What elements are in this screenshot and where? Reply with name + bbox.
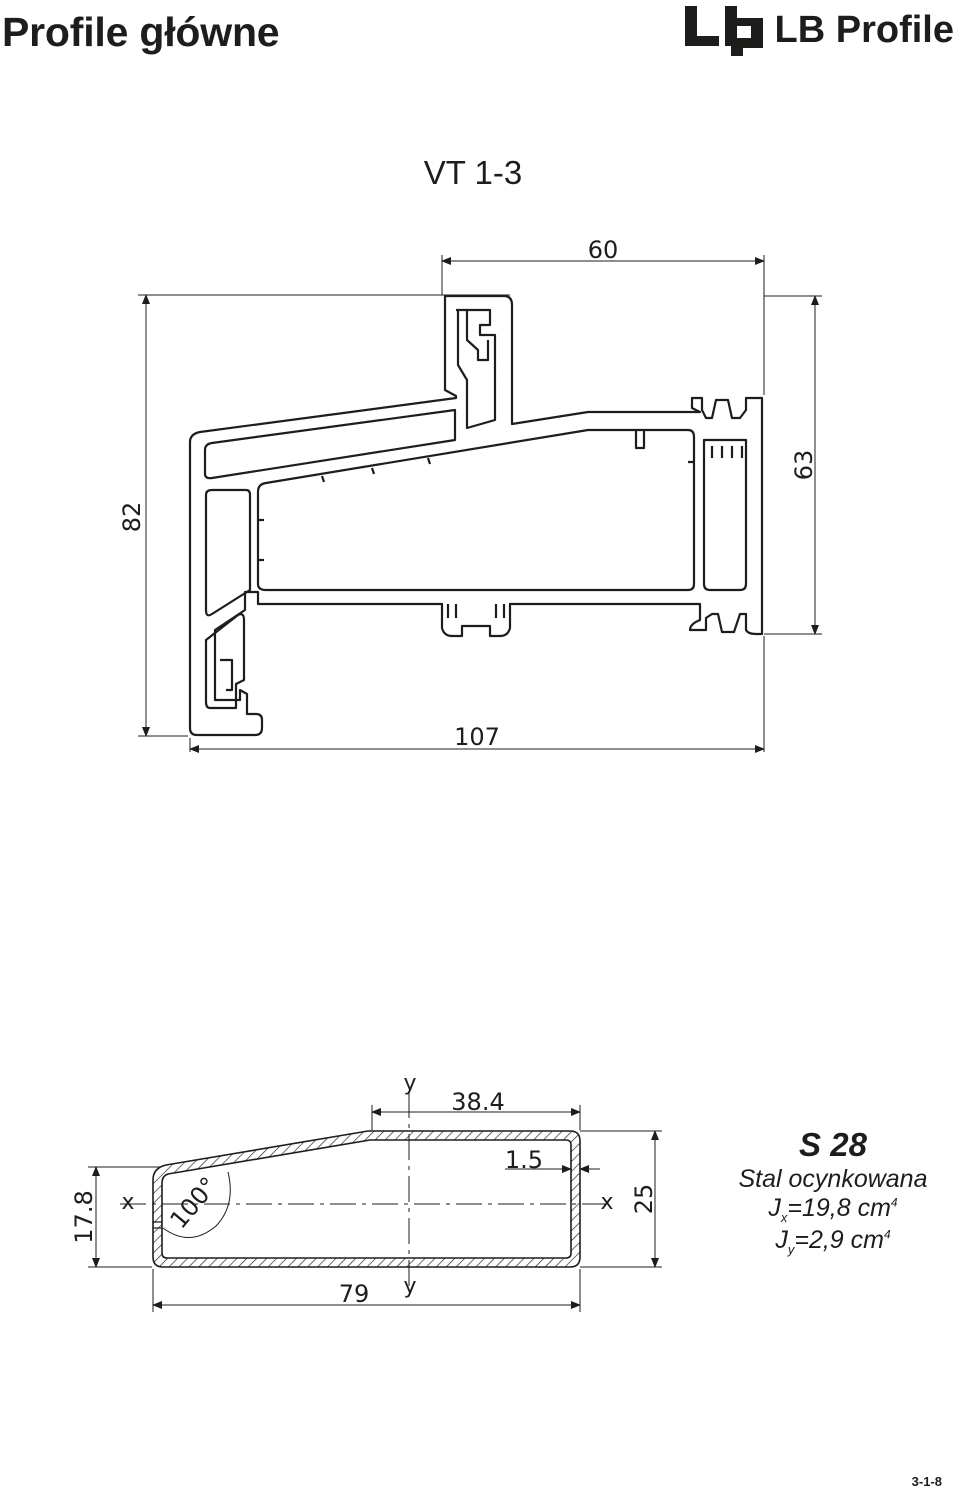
jy-symbol: J: [775, 1226, 788, 1254]
profile-top-hook: [456, 308, 497, 430]
profile-outer-contour: [188, 294, 764, 737]
jx-sub: x: [780, 1210, 788, 1225]
jx-exp: 4: [890, 1195, 898, 1210]
dim-width-top: 60: [588, 236, 619, 264]
axis-x-label-left: x: [121, 1190, 134, 1215]
dim-steel-top-width: 38.4: [451, 1088, 504, 1116]
axis-y-label-bottom: y: [403, 1274, 416, 1299]
dim-height-right: 63: [790, 450, 818, 481]
brand: LB Profile: [684, 4, 954, 56]
jy-value: =2,9 cm: [794, 1226, 884, 1254]
dim-steel-angle: 100°: [165, 1172, 224, 1234]
profile-chamber-right: [702, 438, 748, 592]
profile-code: VT 1-3: [423, 154, 523, 191]
page-title: Profile główne: [2, 9, 280, 55]
lb-logo-icon: [684, 6, 763, 56]
brand-name: LB Profile: [774, 9, 954, 51]
axis-y-label-top: y: [403, 1071, 416, 1096]
dim-width-total: 107: [454, 723, 500, 751]
jx-symbol: J: [768, 1194, 781, 1222]
profile-chamber-left: [204, 488, 252, 617]
moment-jy: Jy=2,9 cm4: [718, 1226, 948, 1257]
profile-chamber-lower-left: [204, 613, 246, 710]
dim-steel-height: 25: [630, 1184, 658, 1215]
jx-value: =19,8 cm: [787, 1194, 891, 1222]
steel-section: [120, 1092, 612, 1292]
axis-x-label-right: x: [600, 1190, 613, 1215]
page-number: 3-1-8: [911, 1474, 942, 1489]
jy-sub: y: [787, 1242, 795, 1257]
moment-jx: Jx=19,8 cm4: [718, 1194, 948, 1225]
steel-dimensions: [88, 1105, 662, 1312]
profile-section: [188, 294, 764, 737]
profile-chamber-upper: [203, 408, 457, 480]
steel-info: S 28 Stal ocynkowana Jx=19,8 cm4 Jy=2,9 …: [718, 1128, 948, 1256]
profile-chamber-main: [256, 428, 696, 592]
steel-section-hatched-wall: [152, 1130, 581, 1268]
dim-height-total: 82: [118, 502, 146, 533]
jy-exp: 4: [883, 1227, 891, 1242]
dim-steel-wall: 1.5: [505, 1146, 543, 1174]
steel-material: Stal ocynkowana: [738, 1165, 928, 1193]
profile-dimensions: [138, 255, 822, 753]
dim-steel-left-height: 17.8: [70, 1190, 98, 1243]
steel-code: S 28: [799, 1126, 867, 1163]
dim-steel-width: 79: [339, 1280, 370, 1308]
